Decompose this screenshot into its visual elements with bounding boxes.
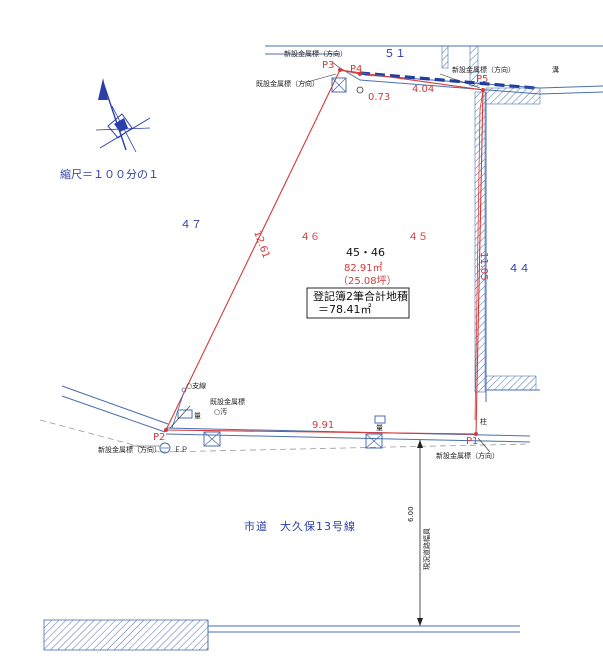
gutter-label: 溝	[552, 65, 559, 74]
marker-boxes-top	[331, 77, 364, 94]
point-p1: P1	[466, 436, 478, 447]
point-p2: P2	[153, 432, 165, 443]
right-wall	[474, 87, 541, 402]
boundary-inner-right-2	[474, 109, 481, 421]
meter-right-label: 量	[376, 424, 383, 432]
leader-lines	[130, 61, 491, 453]
lot-44: ４４	[508, 262, 530, 275]
new-marker-p2-label: 新設金属標（方向）	[98, 445, 161, 454]
sewage-label: ○汚	[214, 408, 227, 416]
new-marker-p5-label: 新設金属標（方向）	[452, 65, 515, 74]
dim-4-04: 4.04	[412, 84, 434, 95]
road-width-note: 現況道路幅員	[422, 528, 431, 570]
point-p4: P4	[350, 64, 362, 75]
guy-wire-label: ○支線	[186, 381, 206, 390]
parcel-area: 82.91㎡	[344, 262, 383, 274]
new-marker-top-label: 新設金属標（方向）	[284, 49, 347, 58]
registry-area-value: ＝78.41㎡	[318, 303, 372, 316]
dim-9-91: 9.91	[312, 420, 334, 431]
far-road-edge	[43, 619, 520, 651]
point-p5: P5	[476, 74, 488, 85]
new-marker-p1-label: 新設金属標（方向）	[436, 451, 499, 460]
existing-marker-bottom-label: 既設金属標	[210, 397, 245, 406]
dim-0-73: 0.73	[368, 92, 390, 103]
road-width-value: 6.00	[407, 506, 415, 522]
dim-11-05: 11.05	[478, 252, 489, 281]
lot-45: ４５	[408, 232, 428, 243]
pillar-label: 柱	[480, 417, 487, 426]
meter-left-label: 量	[194, 412, 201, 420]
lot-47: ４７	[180, 218, 202, 231]
road-width-dimension	[417, 440, 423, 626]
boundary-segment-p3-p4	[339, 69, 361, 75]
parcel-tsubo: （25.08坪）	[338, 274, 397, 287]
lower-road-edges	[39, 385, 531, 453]
point-p3: P3	[322, 60, 334, 71]
scale-label: 縮尺＝１００分の１	[60, 167, 159, 181]
registry-area-label: 登記簿2筆合計地積	[313, 289, 408, 303]
point-dots	[164, 68, 485, 436]
road-name: 市道 大久保13号線	[244, 519, 356, 533]
road-marker-boxes	[159, 387, 386, 454]
lot-51: ５１	[384, 47, 406, 60]
dim-12-61: 12.61	[251, 229, 271, 260]
existing-marker-top-label: 既設金属標（方向）	[256, 79, 319, 88]
north-arrow-icon	[95, 78, 151, 153]
parcel-id: 45・46	[346, 246, 385, 259]
lot-46: ４６	[300, 232, 320, 243]
boundary-inner-right	[479, 89, 484, 111]
ep-label: ＥＰ	[174, 446, 188, 454]
registry-area-box	[306, 287, 410, 319]
parcel-boundary	[165, 69, 484, 435]
